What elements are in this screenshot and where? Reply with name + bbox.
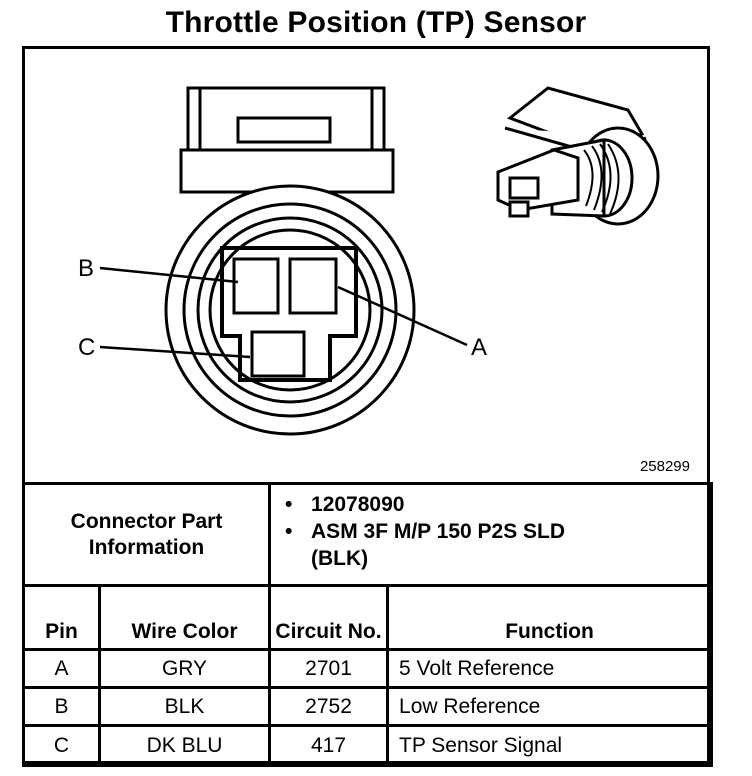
connector-3d-view — [496, 86, 660, 226]
pin-label-a: A — [471, 334, 488, 361]
cell-function: Low Reference — [386, 686, 714, 727]
connector-part-numbers: •12078090 •ASM 3F M/P 150 P2S SLD (BLK) — [268, 482, 714, 587]
cell-circuit-no: 2701 — [268, 648, 390, 689]
header-pin: Pin — [22, 584, 101, 651]
header-function: Function — [386, 584, 714, 651]
cell-function: 5 Volt Reference — [386, 648, 714, 689]
cell-wire-color: GRY — [97, 648, 272, 689]
table-row: C DK BLU 417 TP Sensor Signal — [22, 724, 714, 767]
cell-pin: C — [22, 724, 101, 767]
cell-pin: B — [22, 686, 101, 727]
connector-part-info-label: Connector Part Information — [21, 482, 272, 587]
header-wire-color: Wire Color — [97, 584, 272, 651]
part-description-item: •ASM 3F M/P 150 P2S SLD (BLK) — [285, 520, 566, 570]
cell-pin: A — [22, 648, 101, 689]
pin-leader-lines — [99, 266, 468, 359]
pin-label-c: C — [78, 334, 96, 361]
header-circuit-no: Circuit No. — [268, 584, 390, 651]
cell-circuit-no: 2752 — [268, 686, 390, 727]
terminal-b — [232, 257, 280, 315]
part-number-item: •12078090 — [285, 493, 405, 516]
table-row: B BLK 2752 Low Reference — [22, 686, 714, 727]
cell-function: TP Sensor Signal — [386, 724, 714, 767]
terminal-a — [288, 257, 338, 315]
page-title: Throttle Position (TP) Sensor — [165, 6, 587, 39]
connector-drawing — [99, 86, 660, 436]
pin-label-b: B — [78, 255, 95, 282]
cell-wire-color: BLK — [97, 686, 272, 727]
terminal-c — [250, 330, 306, 378]
table-row: A GRY 2701 5 Volt Reference — [22, 648, 714, 689]
figure-id: 258299 — [639, 458, 690, 475]
cell-circuit-no: 417 — [268, 724, 390, 767]
cell-wire-color: DK BLU — [97, 724, 272, 767]
connector-face-view — [164, 86, 416, 436]
connector-info-table: Connector Part Information •12078090 •AS… — [21, 482, 714, 767]
